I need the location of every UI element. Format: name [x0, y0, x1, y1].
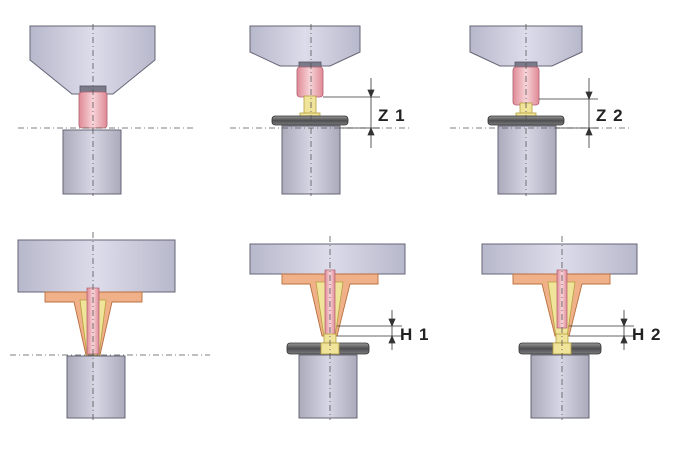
h1-label: H 1 — [400, 325, 429, 344]
z2-dimension — [539, 78, 598, 148]
base-block — [497, 125, 557, 195]
z2-label: Z 2 — [596, 106, 624, 125]
panel-bottom-left — [10, 232, 210, 420]
h2-dimension — [569, 310, 634, 350]
panel-top-left — [18, 24, 196, 196]
z1-dimension — [323, 78, 380, 148]
panel-bottom-middle: H 1 — [249, 236, 429, 420]
machine-head — [17, 239, 176, 293]
h1-dimension — [337, 310, 402, 350]
pin — [78, 91, 108, 129]
machine-head — [249, 25, 361, 67]
h2-label: H 2 — [632, 325, 661, 344]
washer — [271, 115, 349, 126]
base-block — [530, 354, 590, 419]
base-block — [298, 354, 358, 419]
panel-bottom-right: H 2 — [481, 236, 661, 420]
pin — [296, 66, 324, 98]
panel-top-middle: Z 1 — [230, 24, 410, 196]
panel-top-right: Z 2 — [450, 24, 630, 196]
base-block — [62, 129, 122, 195]
z1-label: Z 1 — [378, 106, 406, 125]
machine-head — [249, 243, 406, 275]
base-block — [66, 355, 126, 419]
machine-head — [481, 243, 638, 275]
machine-head — [29, 25, 156, 95]
